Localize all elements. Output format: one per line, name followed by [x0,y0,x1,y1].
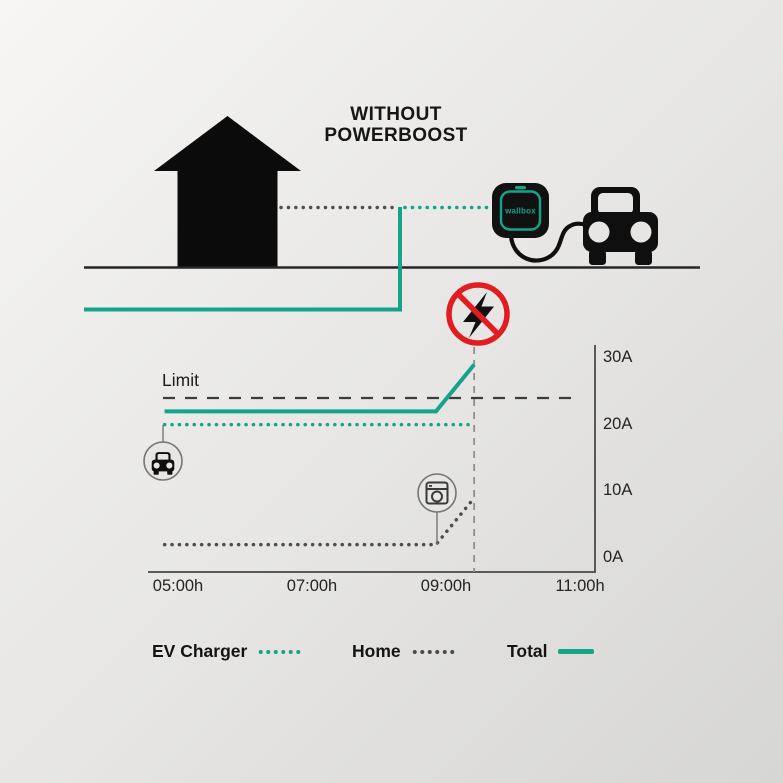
legend-label-total: Total [507,641,548,661]
charging-cable [508,221,587,263]
legend-swatch-home [410,648,456,655]
x-tick-label: 11:00h [555,577,605,595]
legend-item-home: Home [352,641,456,662]
house-icon [154,116,301,267]
washing-machine-circle-icon [417,473,457,545]
legend-swatch-ev-charger [257,648,303,655]
wallbox-logo: wallbox [504,207,536,216]
legend-label-ev-charger: EV Charger [152,641,248,661]
page-title: WITHOUT POWERBOOST [324,104,467,146]
chart-axes [148,345,596,573]
chart [162,347,575,572]
limit-label: Limit [162,370,199,390]
series-total-line [164,363,476,414]
x-tick-label: 05:00h [152,577,204,595]
y-tick-label: 30A [603,348,633,366]
legend-item-ev-charger: EV Charger [152,641,303,662]
y-tick-label: 10A [603,481,633,500]
y-tick-label: 0A [603,548,624,566]
legend-swatch-total [557,649,594,654]
legend-item-total: Total [507,641,594,662]
page-title-line1: WITHOUT [350,104,442,125]
x-tick-label: 07:00h [286,577,338,595]
wallbox-charger-icon: wallbox [492,183,587,263]
legend-label-home: Home [352,641,401,661]
page-title-line2: POWERBOOST [324,125,468,146]
grid-cable [84,207,402,312]
car-icon [583,187,658,265]
x-tick-label: 09:00h [420,577,472,595]
no-electricity-icon [446,282,510,346]
series-home-line [162,496,476,547]
car-circle-icon [143,425,183,481]
y-tick-label: 20A [603,414,633,433]
